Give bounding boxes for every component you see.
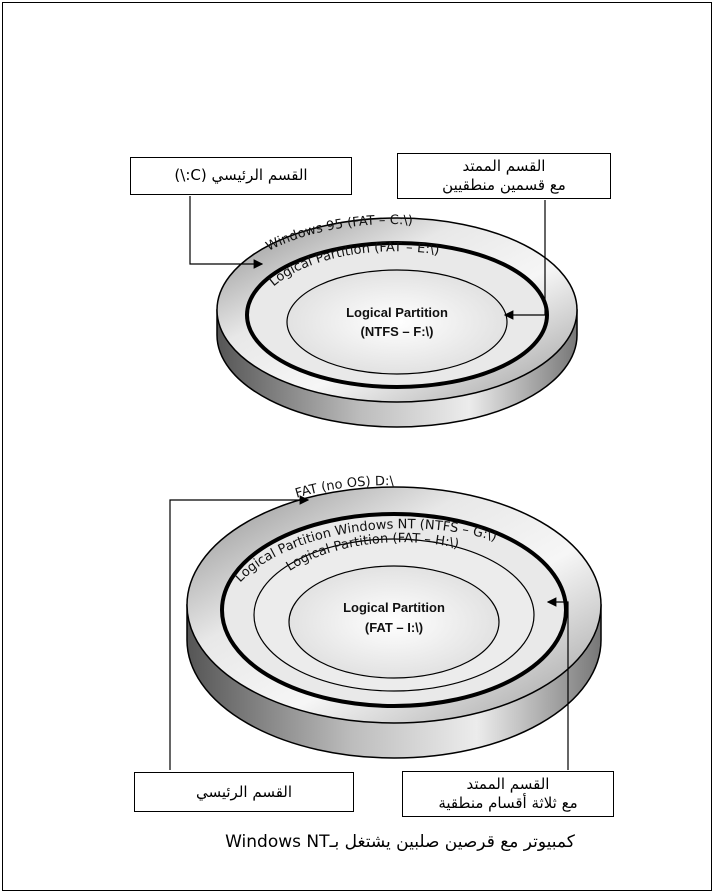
disk-2-primary-arrow	[169, 495, 310, 770]
figure-caption: كمبيوتر مع قرصين صلبين يشتغل بـWindows N…	[225, 832, 575, 852]
disk-2-extended-callout: القسم الممتد مع ثلاثة أقسام منطقية	[402, 771, 614, 817]
disk-1: Windows 95 (FAT – C:\) Logical Partition…	[216, 213, 578, 428]
disk-2-primary-callout: القسم الرئيسي	[134, 772, 354, 812]
disk-2-primary-callout-text: القسم الرئيسي	[195, 783, 293, 801]
disk-2-extended-arrow	[546, 597, 569, 770]
disk-1-center	[286, 269, 508, 375]
disk-2-center-line2: (FAT – I:\)	[365, 620, 423, 635]
disk-2: FAT (no OS) D:\ Logical Partition Window…	[186, 474, 602, 759]
disk-1-center-line1: Logical Partition	[346, 305, 448, 320]
disk-2-center-line1: Logical Partition	[343, 600, 445, 615]
disk-1-extended-callout: القسم الممتد مع قسمين منطقيين	[397, 153, 611, 199]
disk-1-primary-callout-text: القسم الرئيسي (C:\)	[174, 166, 308, 184]
disk-2-extended-callout-line2: مع ثلاثة أقسام منطقية	[438, 794, 578, 812]
disk-1-extended-callout-line2: مع قسمين منطقيين	[442, 176, 566, 194]
disk-1-extended-arrow	[503, 200, 546, 320]
disk-1-primary-callout: القسم الرئيسي (C:\)	[130, 157, 352, 195]
disk-1-center-line2: (NTFS – F:\)	[361, 324, 434, 339]
disk-2-center	[288, 565, 500, 679]
disk-2-extended-callout-line1: القسم الممتد	[466, 775, 550, 793]
disk-1-primary-arrow	[189, 196, 264, 269]
disk-1-extended-callout-line1: القسم الممتد	[462, 157, 546, 175]
